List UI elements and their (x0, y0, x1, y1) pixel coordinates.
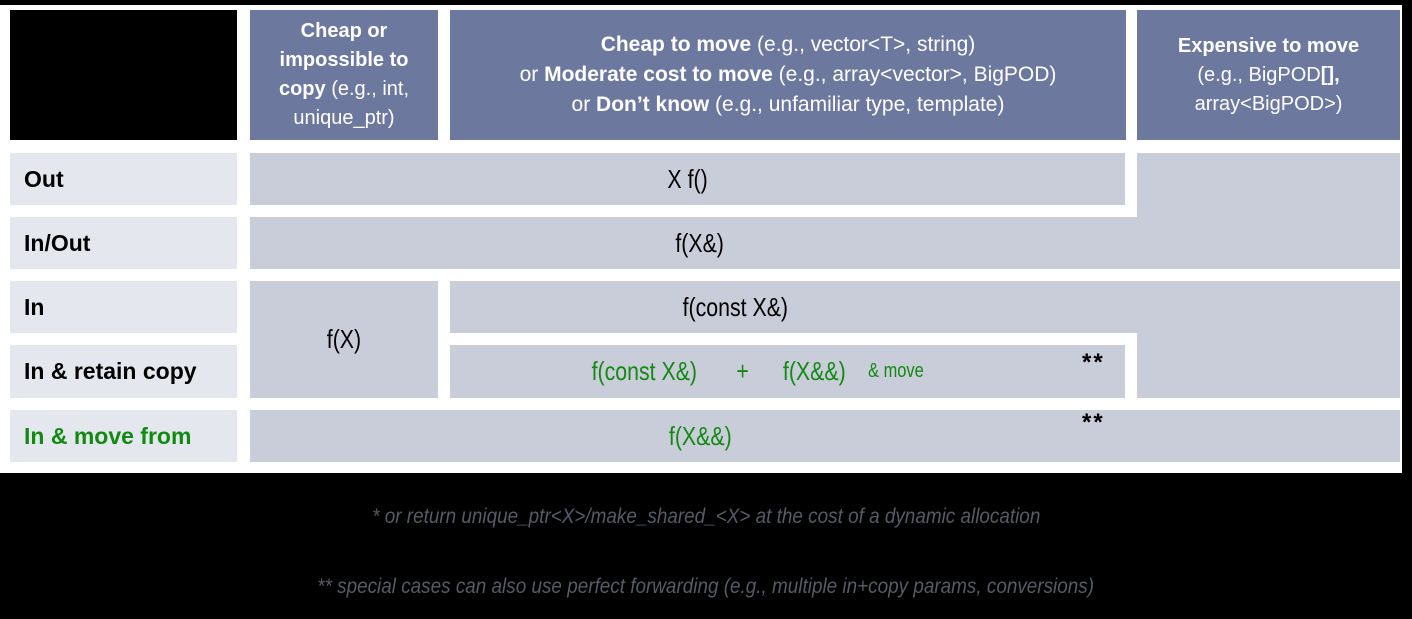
row-label-text: In (24, 293, 45, 320)
plus-sign: + (735, 356, 749, 386)
header-line: Cheap or (250, 17, 438, 46)
header-text: (e.g., vector<T>, string) (751, 33, 976, 56)
header-text: Moderate cost to move (544, 63, 773, 86)
code-text: f(const X&) (591, 356, 697, 386)
row-label-in-move-from: In & move from (10, 410, 237, 462)
header-text: (e.g., unfamiliar type, template) (709, 93, 1005, 116)
row-label-out: Out (10, 153, 237, 205)
column-header-expensive-to-move: Expensive to move (e.g., BigPOD[], array… (1137, 10, 1400, 140)
header-text: [], (1320, 63, 1340, 86)
cell-out-return-by-value: X f() (250, 153, 1125, 205)
cell-inout-reference: f(X&) (250, 217, 1400, 269)
header-line: array<BigPOD>) (1137, 90, 1400, 119)
column-header-cheap-or-moderate-to-move: Cheap to move (e.g., vector<T>, string) … (450, 10, 1126, 140)
header-text: copy (278, 78, 326, 100)
header-text: or (571, 93, 597, 116)
header-line: unique_ptr) (250, 104, 438, 133)
footnote-text: ** special cases can also use perfect fo… (317, 575, 1095, 598)
row-label-text: Out (24, 165, 64, 192)
header-text: unique_ptr) (293, 107, 395, 129)
double-asterisk-marker-move: ** (1082, 409, 1105, 436)
header-line: copy (e.g., int, (250, 75, 438, 104)
row-label-in-retain-copy: In & retain copy (10, 345, 237, 398)
header-line: Expensive to move (1137, 32, 1400, 61)
row-label-in: In (10, 281, 237, 333)
code-text: X f() (667, 163, 708, 194)
header-text: Cheap to move (600, 33, 752, 56)
header-line: Cheap to move (e.g., vector<T>, string) (450, 30, 1126, 60)
cell-in-by-value: f(X) (250, 281, 438, 398)
row-label-in-out: In/Out (10, 217, 237, 269)
code-text: f(X) (326, 324, 362, 354)
code-text: f(X&&) (782, 356, 846, 386)
header-text: Cheap or (300, 20, 388, 42)
corner-box (10, 10, 237, 140)
header-text: (e.g., array<vector>, BigPOD) (772, 63, 1057, 86)
header-text: (e.g., BigPOD (1197, 63, 1321, 86)
header-line: or Moderate cost to move (e.g., array<ve… (450, 60, 1126, 90)
header-text: (e.g., int, (325, 78, 410, 100)
code-suffix-text: & move (868, 360, 924, 382)
cell-in-move-from-rvalue-ref: f(X&&) (250, 410, 1400, 462)
header-line: impossible to (250, 46, 438, 75)
header-line: or Don’t know (e.g., unfamiliar type, te… (450, 90, 1126, 120)
code-text: f(X&) (675, 227, 725, 258)
row-label-text: In & retain copy (24, 358, 197, 384)
header-text: Don’t know (596, 93, 710, 116)
cell-in-const-reference: f(const X&) (450, 281, 1400, 333)
header-line: (e.g., BigPOD[], (1137, 61, 1400, 90)
double-asterisk-marker-retain: ** (1082, 349, 1105, 376)
column-header-cheap-or-impossible-to-copy: Cheap or impossible to copy (e.g., int, … (250, 10, 438, 140)
header-text: or (519, 63, 545, 86)
code-text: f(const X&) (682, 291, 788, 322)
row-label-text: In/Out (24, 229, 91, 256)
footnote-perfect-forwarding: ** special cases can also use perfect fo… (0, 575, 1412, 599)
header-text: Expensive to move (1177, 34, 1360, 57)
footnote-dynamic-allocation: * or return unique_ptr<X>/make_shared_<X… (0, 505, 1412, 529)
row-label-text: In & move from (24, 422, 192, 449)
code-text: f(X&&) (668, 420, 732, 451)
cell-in-retain-copy-overloads: f(const X&) + f(X&&) & move (450, 345, 1125, 398)
header-text: impossible to (279, 49, 409, 71)
footnote-text: * or return unique_ptr<X>/make_shared_<X… (371, 505, 1041, 528)
header-text: array<BigPOD>) (1194, 92, 1343, 115)
